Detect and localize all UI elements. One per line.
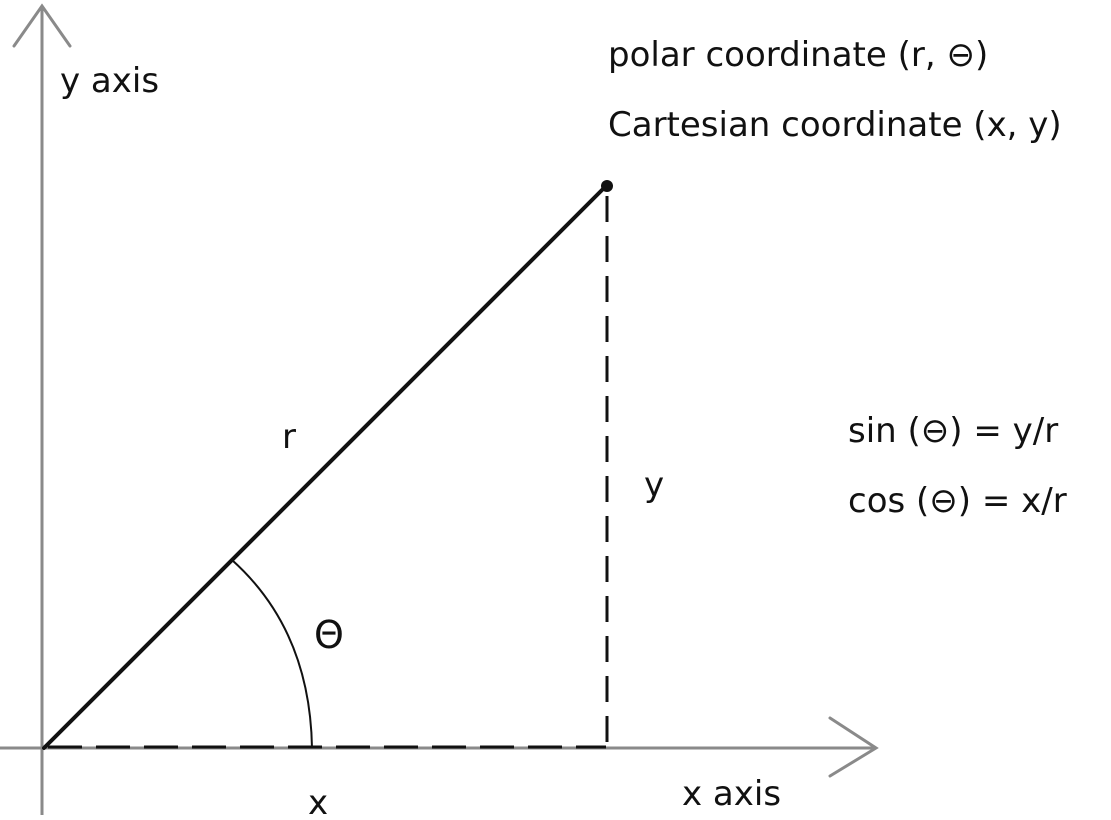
cartesian-coordinate-label: Cartesian coordinate (x, y) xyxy=(608,105,1062,145)
angle-arc xyxy=(231,559,313,749)
polar-coordinate-label: polar coordinate (r, ⊖) xyxy=(608,35,988,75)
x-label: x xyxy=(308,783,328,820)
y-label: y xyxy=(644,465,664,505)
x-axis-arrowhead xyxy=(828,716,879,778)
y-axis-arrowhead xyxy=(12,3,72,48)
sin-formula: sin (⊖) = y/r xyxy=(848,411,1058,451)
cos-formula: cos (⊖) = x/r xyxy=(848,481,1067,521)
radius-line xyxy=(42,184,608,750)
point-marker xyxy=(601,180,613,192)
theta-label: Θ xyxy=(314,613,344,657)
x-axis-label: x axis xyxy=(682,774,781,814)
y-axis-label: y axis xyxy=(60,61,159,101)
r-label: r xyxy=(282,417,296,457)
